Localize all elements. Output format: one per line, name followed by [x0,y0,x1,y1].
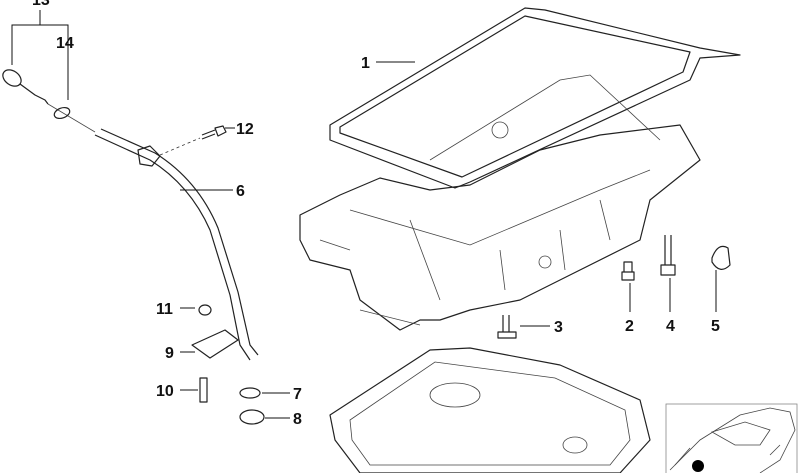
callout-14: 14 [56,35,74,52]
car-location-inset [665,403,798,473]
bolt-12 [201,125,227,140]
bolt-3 [497,315,517,339]
bolt-2 [621,261,635,281]
callout-4: 4 [666,318,675,335]
callout-10: 10 [156,383,174,400]
callout-11: 11 [156,301,173,318]
dipstick [2,69,96,133]
bracket-9 [191,329,239,359]
oil-pan-gasket [329,7,741,189]
nut-11 [198,304,212,316]
callout-9: 9 [165,345,174,362]
washer-7 [239,387,261,399]
bolt-12-alignment-line [159,137,201,156]
callout-2: 2 [625,318,634,335]
lower-oil-pan [329,347,651,473]
callout-5: 5 [711,318,720,335]
callout-1: 1 [361,55,370,72]
stud-10 [199,377,208,403]
callout-13: 13 [32,0,50,9]
seal-ring-8 [239,409,265,425]
callout-7: 7 [293,386,302,403]
callout-8: 8 [293,411,302,428]
bolt-4 [660,235,676,276]
leader-lines [11,10,717,419]
location-marker [692,460,704,472]
car-location-icon [669,407,796,473]
dipstick-tube [94,128,259,361]
callout-3: 3 [554,319,563,336]
upper-oil-pan [299,74,701,331]
callout-12: 12 [236,121,254,138]
callout-6: 6 [236,183,245,200]
drain-plug-5 [711,245,731,270]
